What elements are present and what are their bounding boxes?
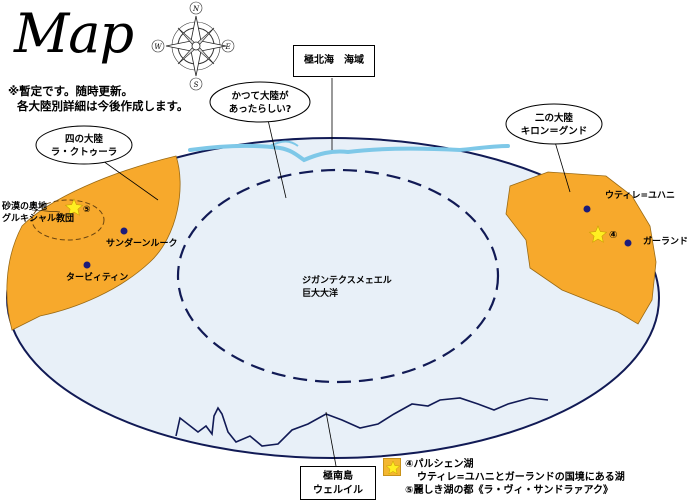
north-sea-label-box[interactable]: 極北海 海域 <box>293 45 375 77</box>
label-desert-line1: 砂漠の奥地 <box>2 200 47 212</box>
update-note-line2: 各大陸別詳細は今後作成します。 <box>17 99 189 113</box>
callout-line-south <box>325 411 337 467</box>
south-island-label-line1: 極南島 <box>323 471 353 482</box>
legend: ④パルシェン湖 ウティレ=ユハニとガーランドの国境にある湖 ⑤麗しき湖の都《ラ・… <box>405 458 625 497</box>
legend-star-icon <box>383 458 401 476</box>
marker-sundern-luke[interactable] <box>120 227 128 235</box>
compass-west: W <box>154 43 162 51</box>
label-utile-yuhani: ウティレ=ユハニ <box>605 190 675 201</box>
label-sundern-luke: サンダーンルーク <box>106 237 178 249</box>
north-river <box>188 143 510 163</box>
label-desert-line2: グルキシャル教団 <box>2 212 74 224</box>
callout-east-line2: キロン＝グンド <box>521 125 588 137</box>
compass-east: E <box>224 43 230 51</box>
label-tarbitin: タービィティン <box>66 271 128 283</box>
marker-tarbitin[interactable] <box>83 261 91 269</box>
marker-garland[interactable] <box>624 239 632 247</box>
legend-line2: ウティレ=ユハニとガーランドの国境にある湖 <box>417 472 625 483</box>
update-note: ※暫定です。随時更新。 各大陸別詳細は今後作成します。 <box>8 84 188 114</box>
callout-bubble-ancient <box>209 81 311 123</box>
label-desert-number: ⑤ <box>83 205 91 215</box>
update-note-line1: ※暫定です。随時更新。 <box>8 84 134 98</box>
label-ocean-line2: 巨大大洋 <box>302 287 338 299</box>
callout-bubble-east <box>505 103 603 145</box>
callout-bubble-west <box>35 125 133 165</box>
callout-east-line1: 二の大陸 <box>535 112 574 124</box>
callout-line-ancient <box>267 119 287 199</box>
north-river-branch <box>269 140 299 147</box>
callout-line-desert <box>31 209 61 213</box>
compass-rose-icon: N S W E <box>151 1 235 91</box>
callout-west-line2: ラ・クトゥーラ <box>51 147 118 158</box>
west-continent <box>6 155 181 331</box>
star-desert-lake-icon[interactable] <box>64 198 84 216</box>
east-continent <box>505 171 657 325</box>
legend-line3: ⑤麗しき湖の都《ラ・ヴィ・サンドラァアク》 <box>405 485 613 496</box>
south-island-label-line2: ウェルイル <box>313 485 363 496</box>
label-ocean-line1: ジガンテクスメェエル <box>302 274 392 286</box>
page-title: Map <box>14 2 134 65</box>
callout-ancient-line2: あったらしい? <box>229 103 292 115</box>
compass-south: S <box>194 81 199 89</box>
compass-north: N <box>192 5 200 13</box>
label-lake-number: ④ <box>609 230 617 241</box>
south-island-label-box[interactable]: 極南島 ウェルイル <box>300 466 376 500</box>
south-island-coast <box>175 397 549 447</box>
ancient-continent-outline <box>176 168 500 384</box>
callout-west-line1: 四の大陸 <box>65 133 104 145</box>
marker-utile-yuhani[interactable] <box>583 205 591 213</box>
callout-ancient-line1: かつて大陸が <box>231 90 289 102</box>
legend-line1: ④パルシェン湖 <box>405 459 474 470</box>
callout-line-west <box>95 155 159 201</box>
star-parshen-lake-icon[interactable] <box>588 225 608 243</box>
desert-area-outline <box>31 199 105 241</box>
label-garland: ガーランド <box>643 235 688 247</box>
north-sea-label: 極北海 海域 <box>304 55 364 66</box>
